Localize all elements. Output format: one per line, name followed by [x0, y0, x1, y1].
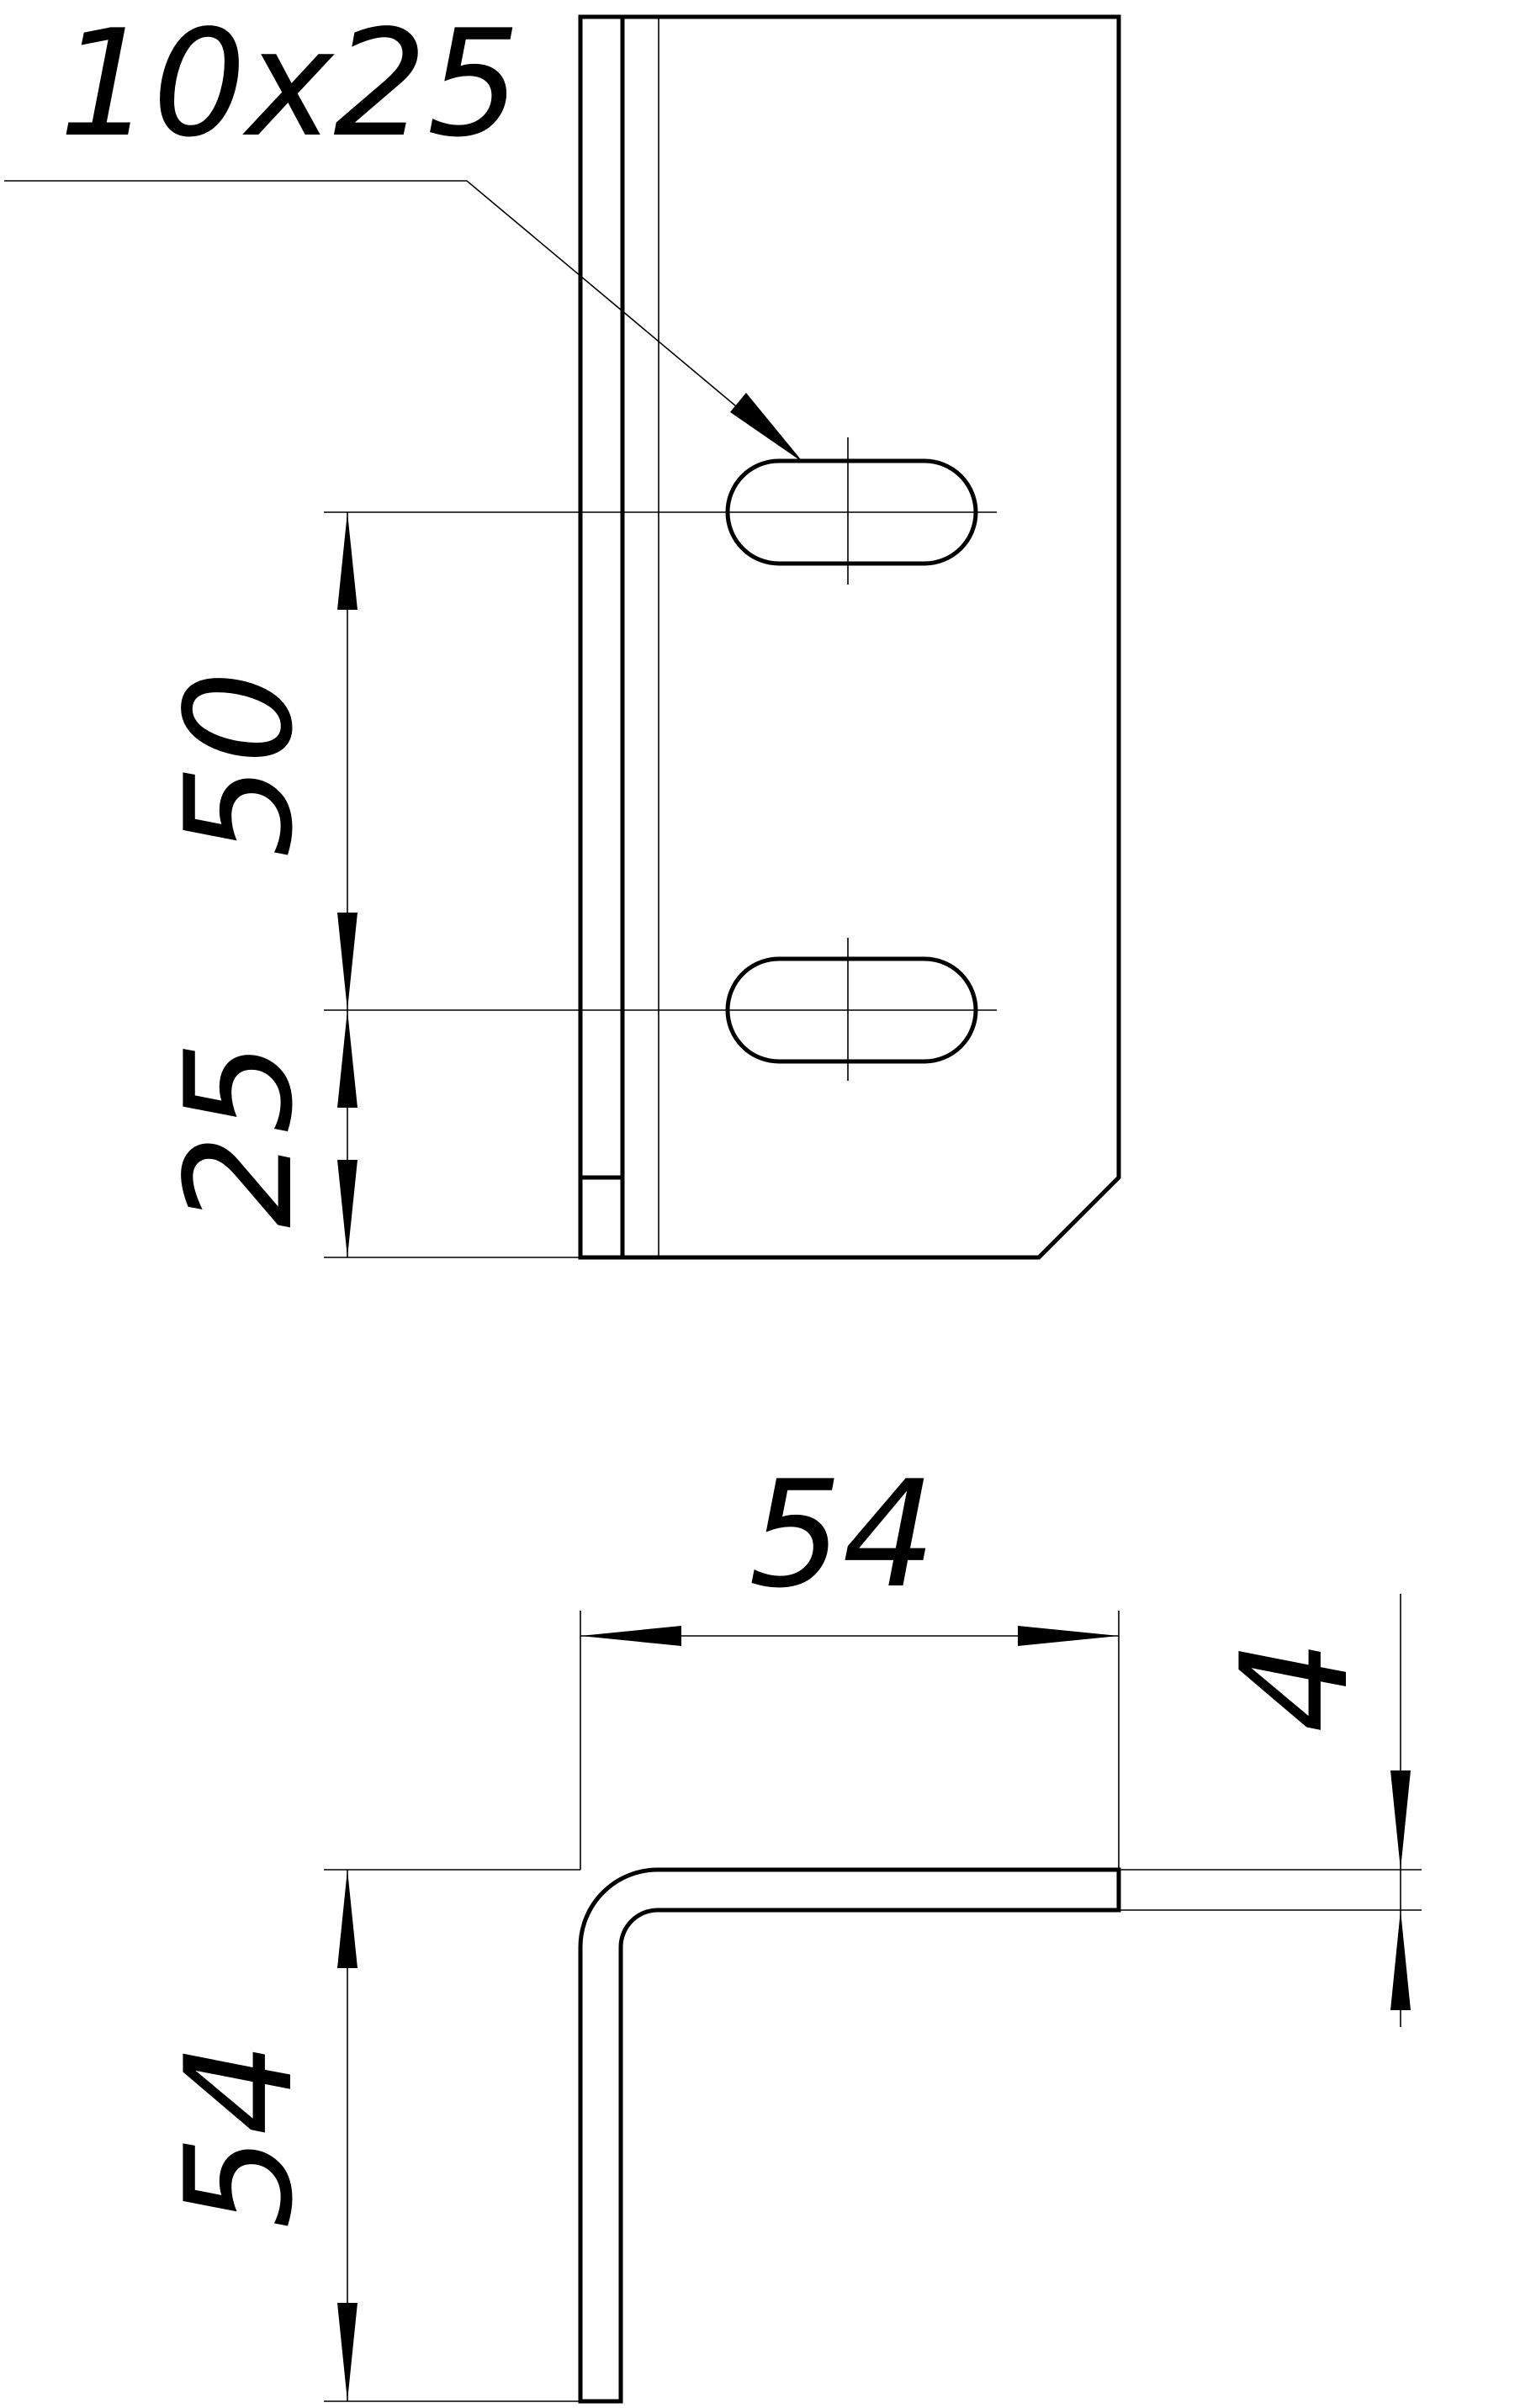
top-view: 10x25 50 25: [4, 0, 1121, 1260]
arrow-width-left: [580, 1626, 681, 1646]
arrow-thk-top: [1390, 1770, 1411, 1870]
arrow-thk-bottom: [1390, 1910, 1411, 2010]
side-view: 54 54 4: [155, 1450, 1422, 2404]
callout-arrow: [730, 393, 803, 463]
arrow-50-bottom: [337, 913, 357, 1010]
dim-thickness-label: 4: [1210, 1639, 1381, 1733]
callout-leader: [4, 180, 804, 463]
arrow-width-right: [1018, 1626, 1119, 1646]
dim-slot-spacing-label: 50: [155, 670, 326, 858]
plate-outline: [578, 14, 1121, 1260]
dim-flange-width-label: 54: [749, 1450, 936, 1621]
dim-edge-offset-label: 25: [155, 1040, 326, 1228]
arrow-height-bottom: [337, 2303, 357, 2401]
slot-callout-label: 10x25: [59, 0, 521, 170]
angle-profile: [578, 1867, 1121, 2404]
arrow-50-top: [337, 512, 357, 610]
arrow-25-bottom: [337, 1160, 357, 1257]
dim-flange-height-label: 54: [155, 2041, 326, 2229]
arrow-height-top: [337, 1870, 357, 1968]
arrow-25-top: [337, 1010, 357, 1108]
